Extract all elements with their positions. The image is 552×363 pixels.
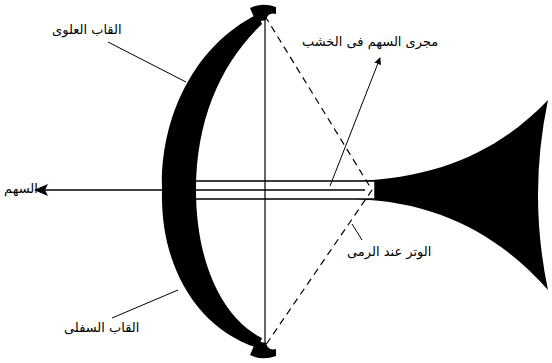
part-label: مجرى السهم فى الخشب [300,34,440,50]
arrow-shaft [44,189,365,191]
bow-limb [162,14,262,348]
part-label: الوتر عند الرمى [345,244,433,260]
bow-tip [250,5,276,22]
bow-tip [250,341,276,358]
part-label: القاب العلوى [50,22,124,38]
leader-arrow [330,58,380,186]
drawn-string [265,16,372,346]
leader-line [352,224,362,240]
part-label: القاب السفلى [62,320,141,336]
leader-line [108,42,186,82]
stock [355,100,548,290]
part-label: السهم [2,181,40,197]
bow-string [264,16,265,346]
leader-line [112,290,178,318]
